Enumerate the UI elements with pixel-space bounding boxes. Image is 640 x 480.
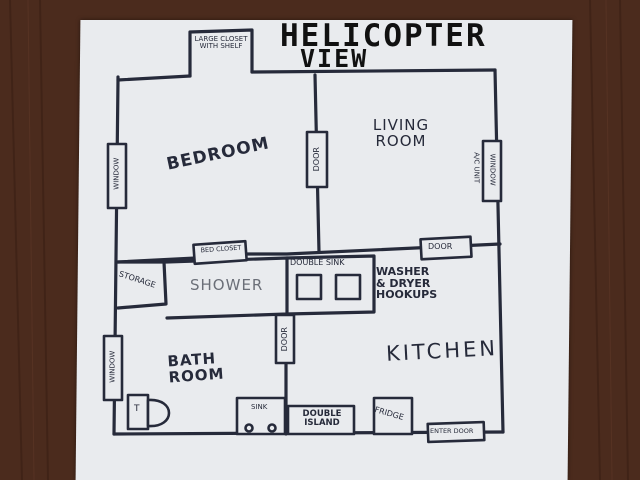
window-bath [102, 334, 124, 402]
label-ac-unit: A/C UNIT [472, 152, 481, 184]
door-living-kitchen [419, 235, 473, 261]
label-washer-dryer: WASHER & DRYER HOOKUPS [376, 265, 438, 302]
bath-sink-knob-left [244, 423, 254, 433]
window-right [481, 139, 503, 203]
label-sink: SINK [251, 403, 268, 411]
label-window-right: WINDOW [488, 153, 497, 186]
label-door-bedroom-living: DOOR [311, 147, 321, 172]
label-enter-door: ENTER DOOR [430, 427, 474, 435]
title-helicopter: HELICOPTER [280, 18, 487, 54]
outer-wall-top-right [250, 68, 497, 74]
sink-basin-right [334, 273, 362, 301]
sink-basin-left [295, 273, 323, 301]
bath-sink-knob-right [267, 423, 277, 433]
bed-closet [192, 239, 248, 266]
label-bath-room: BATH ROOM [166, 349, 226, 387]
label-shower: SHOWER [190, 276, 264, 294]
label-door-living-kitchen: DOOR [428, 242, 453, 251]
window-left-bedroom [106, 142, 128, 210]
label-double-island: DOUBLE ISLAND [302, 409, 342, 428]
fridge [372, 396, 414, 436]
label-window-bath: WINDOW [108, 350, 117, 383]
outer-wall-right [493, 68, 505, 434]
large-closet-outline [188, 28, 254, 78]
enter-door [426, 420, 486, 444]
label-window-left: WINDOW [112, 157, 121, 190]
label-door-bath-kitchen: DOOR [279, 327, 289, 352]
label-toilet: T [134, 404, 141, 414]
label-double-sink: DOUBLE SINK [290, 258, 345, 267]
door-bedroom-living [305, 130, 329, 189]
double-island [286, 404, 356, 436]
label-living-room: LIVING ROOM [372, 116, 430, 150]
door-bath-kitchen [274, 313, 296, 365]
label-kitchen: KITCHEN [385, 336, 499, 366]
double-sink-counter [285, 254, 376, 316]
label-large-closet: LARGE CLOSET WITH SHELF [194, 35, 248, 51]
outer-wall-top [116, 74, 192, 82]
title-view: VIEW [300, 44, 369, 73]
storage-outline [116, 260, 168, 310]
toilet-bowl [146, 398, 171, 428]
